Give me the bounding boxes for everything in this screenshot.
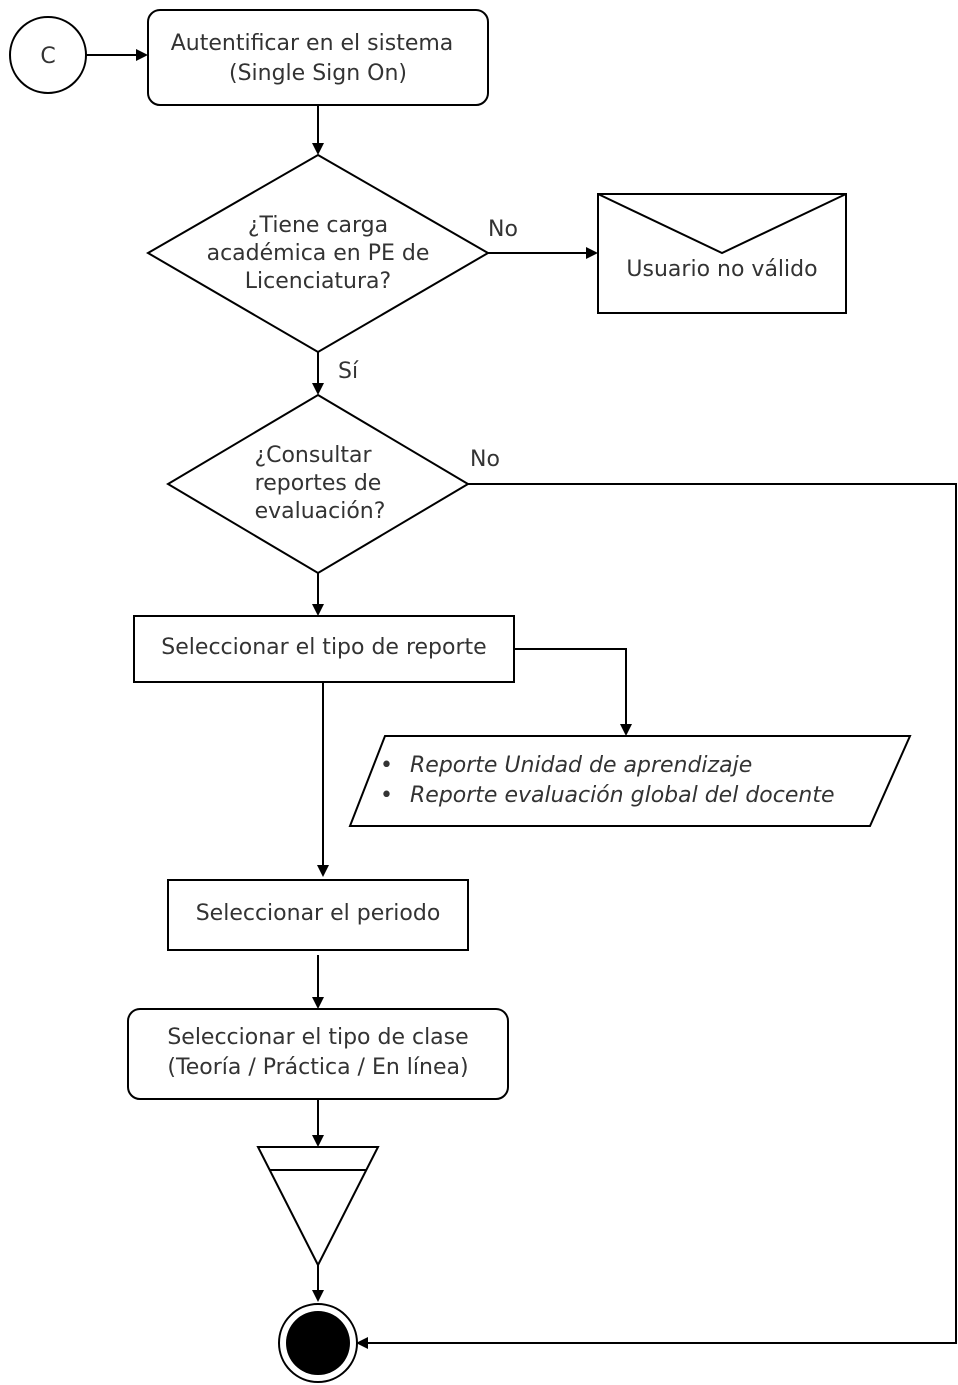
decision-load-line1: ¿Tiene carga bbox=[248, 213, 388, 238]
authenticate-line1: Autentificar en el sistema bbox=[171, 31, 454, 56]
select-period-label: Seleccionar el periodo bbox=[196, 901, 441, 926]
connector-c: C bbox=[9, 16, 87, 94]
node-invalid-user: Usuario no válido bbox=[597, 193, 847, 314]
invalid-user-label: Usuario no válido bbox=[626, 257, 817, 282]
report-option-bullet-1: • bbox=[380, 753, 393, 778]
node-authenticate: Autentificar en el sistema (Single Sign … bbox=[147, 9, 489, 106]
report-option-2: Reporte evaluación global del docente bbox=[410, 783, 834, 808]
decision-reports-line1: ¿Consultar bbox=[254, 443, 372, 468]
select-class-type-line1: Seleccionar el tipo de clase bbox=[167, 1025, 468, 1050]
node-select-report-type: Seleccionar el tipo de reporte bbox=[133, 615, 515, 683]
decision-reports-line2: reportes de bbox=[255, 471, 382, 496]
select-report-type-label: Seleccionar el tipo de reporte bbox=[161, 635, 486, 660]
connector-label: C bbox=[40, 44, 55, 69]
decision-load-line3: Licenciatura? bbox=[245, 269, 391, 294]
decision-consult-reports: ¿Consultar reportes de evaluación? bbox=[166, 393, 470, 575]
decision-reports-line3: evaluación? bbox=[255, 499, 386, 524]
decision-academic-load: ¿Tiene carga académica en PE de Licencia… bbox=[146, 153, 490, 354]
authenticate-line2: (Single Sign On) bbox=[229, 61, 407, 86]
edge-decision2-no bbox=[356, 483, 957, 1349]
end-node bbox=[278, 1303, 358, 1383]
edge-no-label-2: No bbox=[470, 447, 500, 472]
report-option-1: Reporte Unidad de aprendizaje bbox=[410, 753, 752, 778]
node-report-options: • Reporte Unidad de aprendizaje • Report… bbox=[348, 735, 912, 827]
edge-no-label-1: No bbox=[488, 217, 518, 242]
report-option-bullet-2: • bbox=[380, 783, 393, 808]
node-select-period: Seleccionar el periodo bbox=[167, 879, 469, 951]
node-select-class-type: Seleccionar el tipo de clase (Teoría / P… bbox=[127, 1008, 509, 1100]
edge-yes-label: Sí bbox=[338, 359, 359, 384]
decision-load-line2: académica en PE de bbox=[207, 241, 430, 266]
merge-triangle bbox=[256, 1146, 380, 1268]
select-class-type-line2: (Teoría / Práctica / En línea) bbox=[167, 1055, 468, 1080]
edge-report-type-to-options bbox=[514, 648, 632, 736]
